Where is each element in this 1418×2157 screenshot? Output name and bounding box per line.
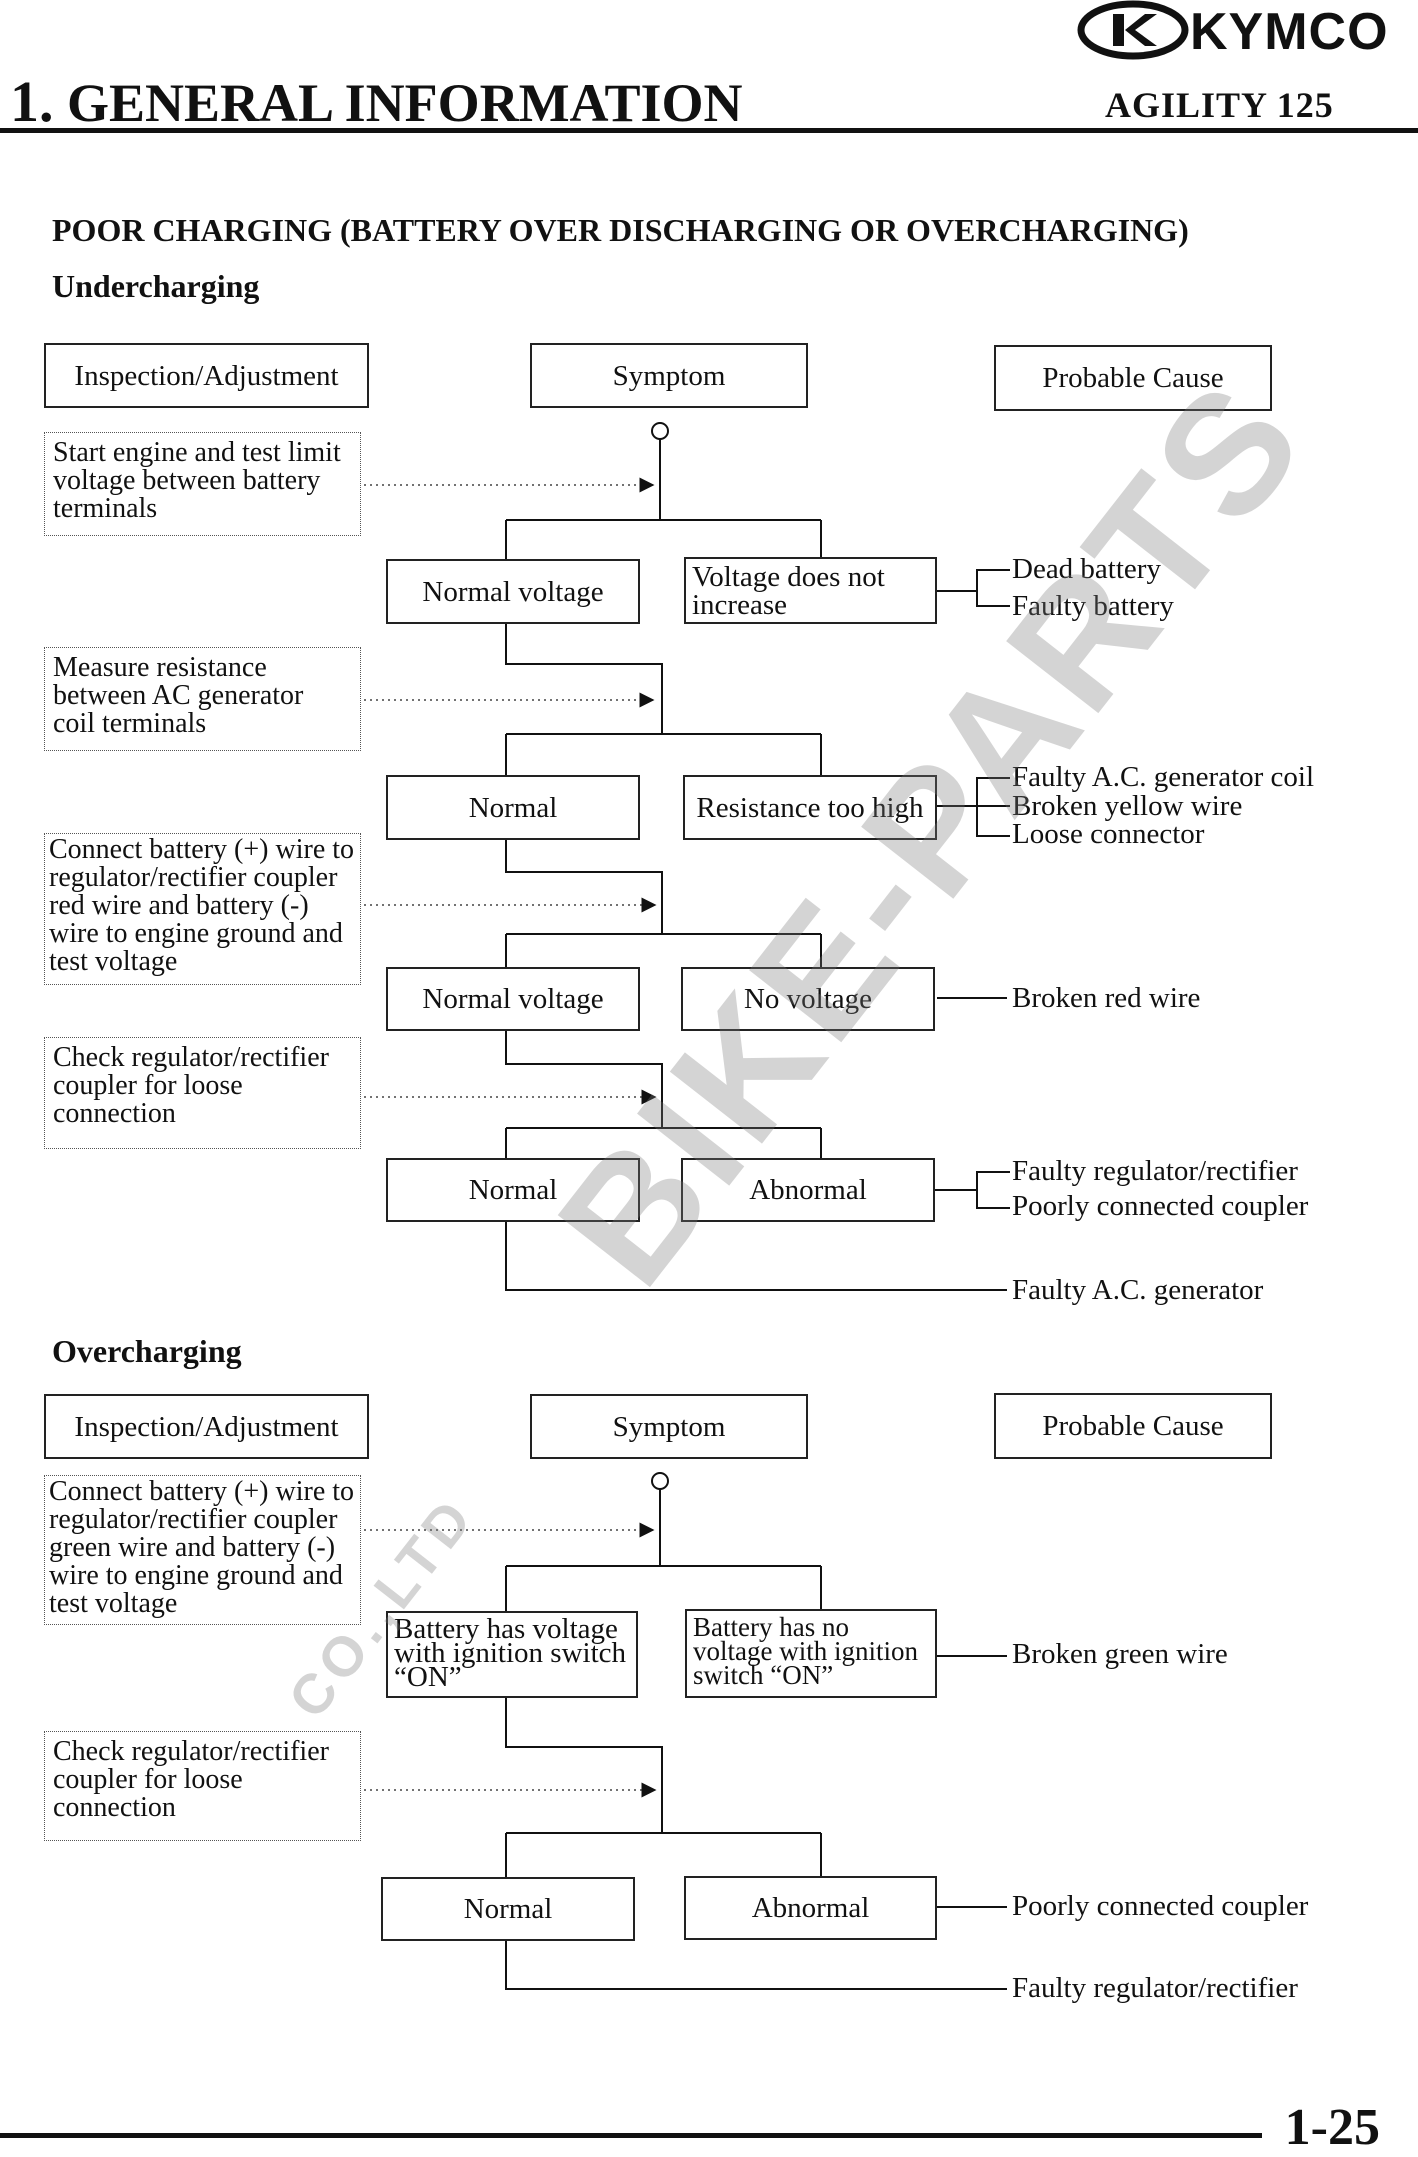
inspection-step-coupler-2: Check regulator/rectifier coupler for lo…	[44, 1731, 361, 1841]
col-inspection-header-2: Inspection/Adjustment	[44, 1394, 369, 1459]
symptom-normal-3: Normal	[381, 1877, 635, 1941]
cause-faulty-regulator-rectifier-2: Faulty regulator/rectifier	[1012, 1972, 1298, 2004]
cause-broken-red-wire: Broken red wire	[1012, 982, 1201, 1014]
model-name: AGILITY 125	[1105, 85, 1334, 125]
cause-poorly-connected-coupler-2: Poorly connected coupler	[1012, 1890, 1309, 1922]
symptom-battery-has-voltage: Battery has voltage with ignition switch…	[386, 1611, 638, 1698]
chapter-heading: 1. GENERAL INFORMATION	[10, 68, 743, 135]
symptom-abnormal: Abnormal	[681, 1158, 935, 1222]
cause-poorly-connected-coupler: Poorly connected coupler	[1012, 1190, 1309, 1222]
logo-text: KYMCO	[1190, 3, 1389, 61]
cause-faulty-ac-generator: Faulty A.C. generator	[1012, 1274, 1264, 1306]
chapter-number: 1.	[10, 69, 54, 134]
kymco-emblem-icon	[1077, 0, 1189, 60]
symptom-resistance-too-high: Resistance too high	[683, 775, 937, 840]
cause-loose-connector: Loose connector	[1012, 818, 1205, 850]
cause-faulty-regulator-rectifier: Faulty regulator/rectifier	[1012, 1155, 1298, 1187]
inspection-step-voltage: Start engine and test limit voltage betw…	[44, 432, 361, 536]
cause-dead-battery: Dead battery	[1012, 553, 1161, 585]
cause-broken-yellow-wire: Broken yellow wire	[1012, 790, 1243, 822]
cause-faulty-battery: Faulty battery	[1012, 590, 1174, 622]
chapter-title: GENERAL INFORMATION	[67, 73, 743, 133]
symptom-no-voltage: No voltage	[681, 967, 935, 1031]
symptom-normal-2: Normal	[386, 1158, 640, 1222]
symptom-normal-voltage-2: Normal voltage	[386, 967, 640, 1031]
cause-faulty-ac-generator-coil: Faulty A.C. generator coil	[1012, 761, 1315, 793]
symptom-voltage-not-increase: Voltage does not increase	[684, 557, 937, 624]
symptom-abnormal-2: Abnormal	[684, 1876, 937, 1940]
footer-rule	[0, 2133, 1262, 2138]
overcharging-heading: Overcharging	[52, 1333, 242, 1369]
header-rule	[0, 128, 1418, 133]
symptom-battery-no-voltage: Battery has no voltage with ignition swi…	[685, 1609, 937, 1698]
col-inspection-header: Inspection/Adjustment	[44, 343, 369, 408]
inspection-step-resistance: Measure resistance between AC generator …	[44, 647, 361, 751]
symptom-normal: Normal	[386, 775, 640, 840]
inspection-step-green-wire: Connect battery (+) wire to regulator/re…	[44, 1475, 361, 1625]
kymco-logo: KYMCO	[1070, 0, 1418, 62]
page-title: POOR CHARGING (BATTERY OVER DISCHARGING …	[52, 212, 1189, 248]
inspection-step-coupler: Check regulator/rectifier coupler for lo…	[44, 1037, 361, 1149]
col-cause-header: Probable Cause	[994, 345, 1272, 411]
undercharging-heading: Undercharging	[52, 268, 260, 304]
page-number: 1-25	[1284, 2099, 1380, 2156]
cause-broken-green-wire: Broken green wire	[1012, 1638, 1228, 1670]
col-cause-header-2: Probable Cause	[994, 1393, 1272, 1459]
col-symptom-header: Symptom	[530, 343, 808, 408]
symptom-normal-voltage: Normal voltage	[386, 559, 640, 624]
inspection-step-red-wire: Connect battery (+) wire to regulator/re…	[44, 833, 361, 985]
col-symptom-header-2: Symptom	[530, 1394, 808, 1459]
